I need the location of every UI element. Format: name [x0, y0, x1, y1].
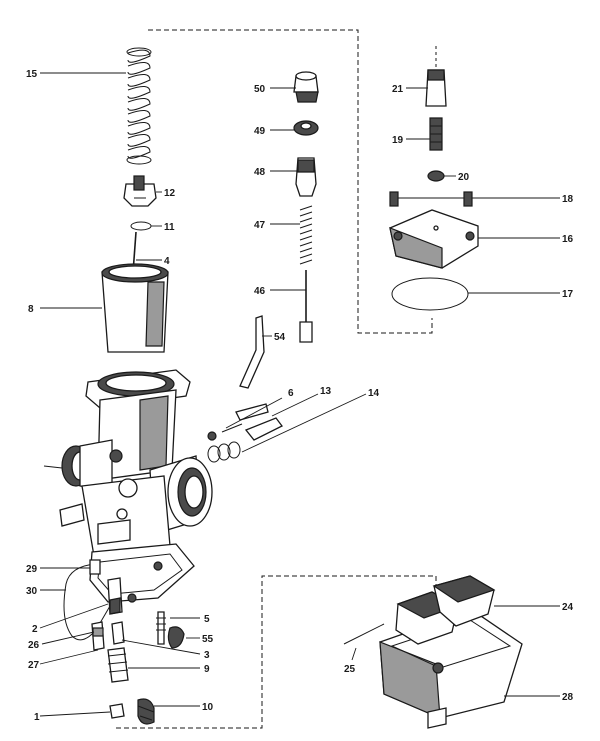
callout-labels: 15 12 11 4 8 50 49 48 47 46 54 21 19 20 … — [26, 69, 574, 723]
callout-17: 17 — [562, 289, 574, 300]
callout-26: 26 — [28, 640, 40, 651]
callout-13: 13 — [320, 386, 332, 397]
callout-6: 6 — [288, 388, 294, 399]
callout-29: 29 — [26, 564, 38, 575]
callout-3: 3 — [204, 650, 210, 661]
callout-20: 20 — [458, 172, 470, 183]
assembly-link-bottom — [116, 575, 437, 729]
assembly-link-top — [148, 29, 433, 334]
callout-25: 25 — [344, 664, 356, 675]
callout-11: 11 — [164, 222, 175, 233]
callout-18: 18 — [562, 194, 574, 205]
callout-28: 28 — [562, 692, 574, 703]
callout-30: 30 — [26, 586, 38, 597]
callout-54: 54 — [274, 332, 286, 343]
callout-4: 4 — [164, 256, 170, 267]
callout-9: 9 — [204, 664, 210, 675]
callout-24: 24 — [562, 602, 574, 613]
callout-8: 8 — [28, 304, 34, 315]
choke-tube — [239, 315, 265, 389]
carburetor-body — [59, 369, 213, 603]
callout-19: 19 — [392, 135, 404, 146]
float-bowl-assembly — [343, 575, 523, 729]
needle-clip — [130, 221, 152, 231]
callout-49: 49 — [254, 126, 266, 137]
air-screw-parts — [207, 403, 283, 463]
callout-21: 21 — [392, 84, 404, 95]
throttle-spring — [126, 47, 152, 165]
callout-15: 15 — [26, 69, 38, 80]
callout-16: 16 — [562, 234, 574, 245]
needle-retainer — [123, 175, 157, 207]
callout-48: 48 — [254, 167, 266, 178]
callout-46: 46 — [254, 286, 266, 297]
callout-55: 55 — [202, 634, 214, 645]
leader-lines — [39, 72, 560, 717]
callout-14: 14 — [368, 388, 380, 399]
callout-27: 27 — [28, 660, 40, 671]
pilot-assembly — [293, 71, 319, 343]
callout-1: 1 — [34, 712, 40, 723]
callout-12: 12 — [164, 188, 176, 199]
callout-47: 47 — [254, 220, 266, 231]
top-cap-assembly — [389, 46, 479, 311]
tube-stub — [89, 559, 101, 575]
throttle-slide — [101, 263, 169, 353]
callout-2: 2 — [32, 624, 38, 635]
callout-5: 5 — [204, 614, 210, 625]
overflow-tube — [63, 563, 111, 641]
callout-10: 10 — [202, 702, 214, 713]
callout-50: 50 — [254, 84, 266, 95]
main-jet-parts — [91, 577, 185, 725]
